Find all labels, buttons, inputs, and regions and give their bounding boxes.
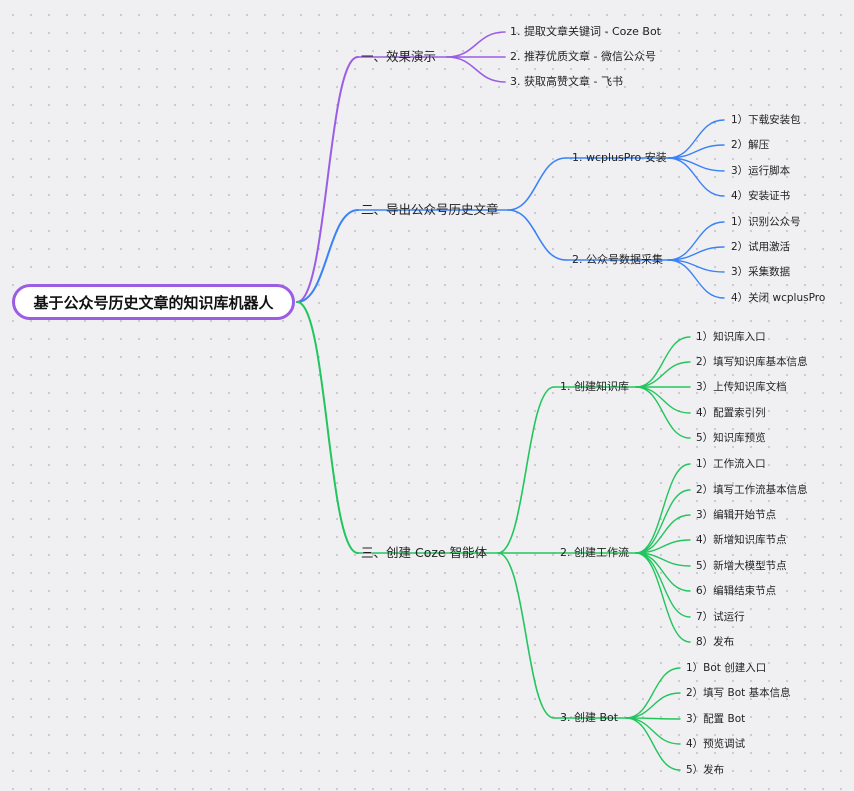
s1-item-1[interactable]: 1. 提取文章关键词 - Coze Bot <box>510 25 661 38</box>
s2-branch-data-collection[interactable]: 2. 公众号数据采集 <box>572 253 663 266</box>
s1-item-2[interactable]: 2. 推荐优质文章 - 微信公众号 <box>510 50 656 63</box>
connector-root-section-1 <box>296 56 359 303</box>
connector-s3-b1-step-4 <box>635 386 691 414</box>
s3-b3-step-3[interactable]: 3）配置 Bot <box>686 713 746 725</box>
connector-s2-branch-2 <box>507 209 567 261</box>
connector-s2-b2-step-4 <box>667 259 725 299</box>
connector-s3-b2-step-8 <box>635 552 691 643</box>
s1-item-3[interactable]: 3. 获取高赞文章 - 飞书 <box>510 75 623 88</box>
connector-s1-item-1 <box>446 31 506 58</box>
s3-b3-step-4[interactable]: 4）预览调试 <box>686 738 746 750</box>
s2-b2-step-2[interactable]: 2）试用激活 <box>731 241 791 253</box>
s3-b1-step-5[interactable]: 5）知识库预览 <box>696 432 766 444</box>
connector-s3-b2-step-7 <box>635 552 691 618</box>
connector-s3-b2-step-2 <box>635 489 691 554</box>
connector-s3-b1-step-1 <box>635 336 691 388</box>
s2-b1-step-2[interactable]: 2）解压 <box>731 139 770 151</box>
section-3-label[interactable]: 三、创建 Coze 智能体 <box>361 545 488 560</box>
s2-b1-step-1[interactable]: 1）下载安装包 <box>731 114 801 126</box>
s3-b3-step-2[interactable]: 2）填写 Bot 基本信息 <box>686 687 791 699</box>
s3-branch-create-kb[interactable]: 1. 创建知识库 <box>560 380 629 393</box>
s3-b1-step-1[interactable]: 1）知识库入口 <box>696 331 766 343</box>
s3-b1-step-3[interactable]: 3）上传知识库文档 <box>696 381 787 393</box>
connector-s3-b3-step-2 <box>625 692 681 719</box>
s3-b2-step-4[interactable]: 4）新增知识库节点 <box>696 534 787 546</box>
s3-branch-create-bot[interactable]: 3. 创建 Bot <box>560 711 619 724</box>
connector-s3-b1-step-5 <box>635 386 691 439</box>
s3-b2-step-6[interactable]: 6）编辑结束节点 <box>696 585 777 597</box>
connector-s2-b1-step-4 <box>667 157 725 197</box>
s2-b2-step-4[interactable]: 4）关闭 wcplusPro <box>731 292 826 304</box>
connector-s2-b2-step-1 <box>667 221 725 261</box>
s2-b1-step-4[interactable]: 4）安装证书 <box>731 190 791 202</box>
connector-s2-branch-1 <box>507 157 567 211</box>
s2-branch-wcpluspro-install[interactable]: 1. wcplusPro 安装 <box>572 151 667 164</box>
root-topic[interactable]: 基于公众号历史文章的知识库机器人 <box>12 284 295 320</box>
s3-branch-create-workflow[interactable]: 2. 创建工作流 <box>560 546 629 559</box>
s2-b1-step-3[interactable]: 3）运行脚本 <box>731 165 791 177</box>
s3-b1-step-2[interactable]: 2）填写知识库基本信息 <box>696 356 808 368</box>
connector-root-section-2 <box>296 209 359 303</box>
s2-b2-step-3[interactable]: 3）采集数据 <box>731 266 791 278</box>
s3-b2-step-2[interactable]: 2）填写工作流基本信息 <box>696 484 808 496</box>
s3-b2-step-1[interactable]: 1）工作流入口 <box>696 458 766 470</box>
s3-b2-step-3[interactable]: 3）编辑开始节点 <box>696 509 777 521</box>
connector-s3-branch-3 <box>497 552 555 719</box>
connector-s3-b3-step-1 <box>625 667 681 719</box>
connector-root-section-3 <box>296 301 359 554</box>
connector-s3-b2-step-1 <box>635 463 691 554</box>
s3-b2-step-8[interactable]: 8）发布 <box>696 636 735 648</box>
section-1-label[interactable]: 一、效果演示 <box>361 49 437 64</box>
connector-s3-b3-step-5 <box>625 717 681 771</box>
s3-b1-step-4[interactable]: 4）配置索引列 <box>696 407 766 419</box>
s3-b3-step-5[interactable]: 5）发布 <box>686 764 725 776</box>
s3-b3-step-1[interactable]: 1）Bot 创建入口 <box>686 662 767 674</box>
s3-b2-step-5[interactable]: 5）新增大模型节点 <box>696 560 787 572</box>
connector-s3-b1-step-2 <box>635 361 691 388</box>
connector-s3-branch-1 <box>497 386 555 554</box>
s2-b2-step-1[interactable]: 1）识别公众号 <box>731 216 801 228</box>
connector-s2-b1-step-1 <box>667 119 725 159</box>
connector-s1-item-3 <box>446 56 506 83</box>
s3-b2-step-7[interactable]: 7）试运行 <box>696 611 745 623</box>
section-2-label[interactable]: 二、导出公众号历史文章 <box>361 202 499 217</box>
connector-s3-b3-step-4 <box>625 717 681 745</box>
